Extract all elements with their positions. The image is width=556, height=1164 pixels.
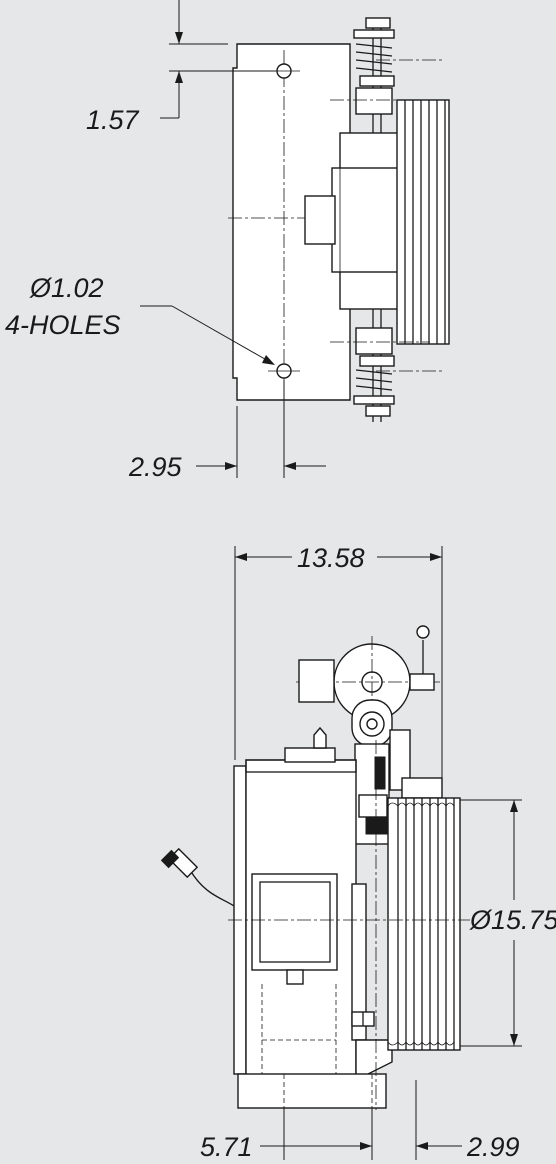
dim-hole-offset-label: 1.57 <box>86 105 140 135</box>
hole-callout: Ø1.02 4-HOLES <box>5 273 275 365</box>
sheave-side-view <box>387 797 461 1051</box>
sheave-top-view <box>396 99 450 345</box>
dim-overall-depth-label: 13.58 <box>297 543 365 573</box>
connector-cable <box>160 847 235 907</box>
dimension-sheave-diameter: Ø15.75 <box>460 799 556 1047</box>
top-view: 1.57 Ø1.02 4-HOLES 2.95 <box>5 0 450 482</box>
dim-hole-inset-label: 2.95 <box>128 452 183 482</box>
hole-callout-size: Ø1.02 <box>29 273 104 303</box>
motor-body <box>233 726 393 1109</box>
dim-sheave-offset-label: 2.99 <box>466 1132 520 1162</box>
spring-assembly-bottom <box>330 309 445 422</box>
side-view: 13.58 <box>160 543 556 1162</box>
dimension-hole-inset: 2.95 <box>128 380 326 482</box>
hole-callout-count: 4-HOLES <box>5 310 121 340</box>
dim-sheave-diameter-label: Ø15.75 <box>469 905 556 935</box>
dimension-sheave-offset: 2.99 <box>415 1080 520 1162</box>
dim-mount-width-label: 5.71 <box>200 1132 253 1162</box>
dimension-overall-depth: 13.58 <box>234 543 443 790</box>
spring-assembly-top <box>330 17 445 133</box>
dimension-hole-offset: 1.57 <box>86 0 276 135</box>
brake-arm-assembly <box>296 625 443 845</box>
dimension-mount-width: 5.71 <box>200 1108 373 1162</box>
